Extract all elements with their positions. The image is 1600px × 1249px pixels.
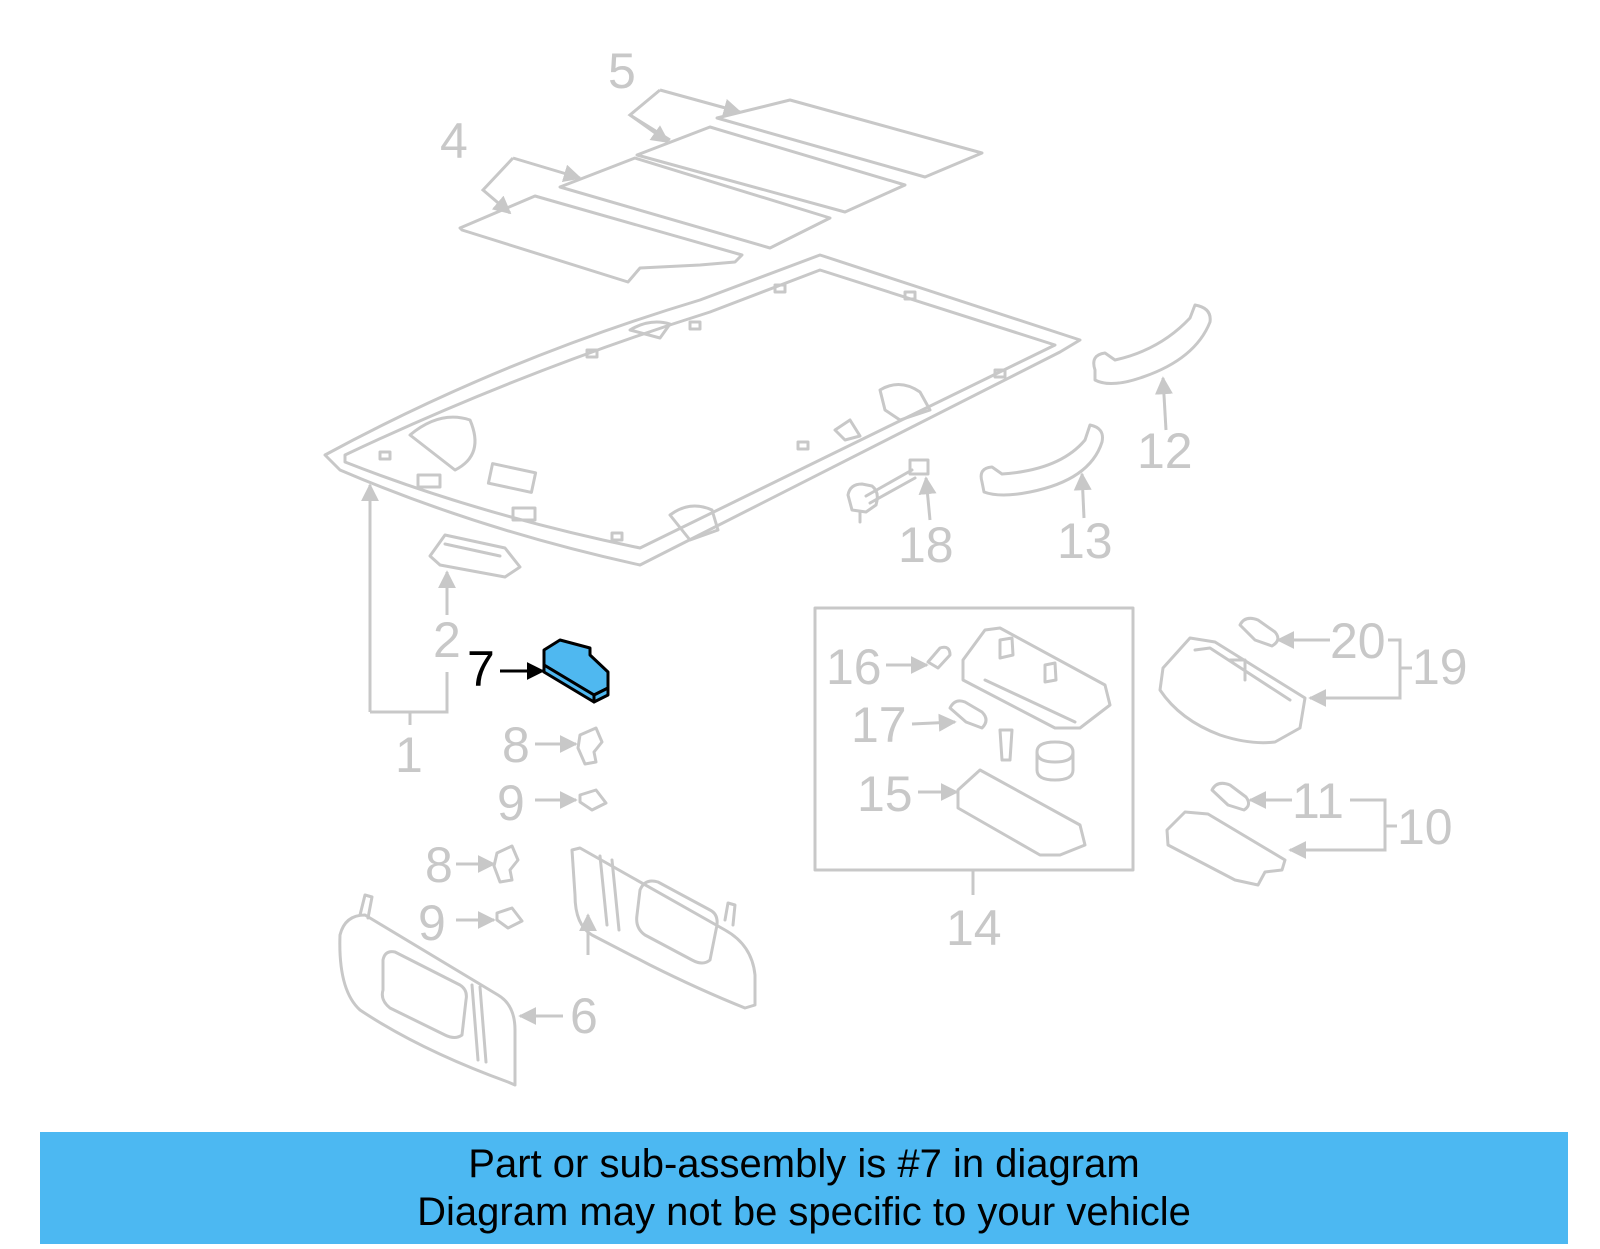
part-13-grab-handle <box>979 423 1104 497</box>
part-20-bulb <box>1238 616 1280 648</box>
callout-17: 17 <box>851 697 907 753</box>
callout-5: 5 <box>608 43 636 99</box>
callout-8-upper: 8 <box>502 717 530 773</box>
leader-lines <box>361 88 1412 1025</box>
part-11-bulb <box>1210 781 1251 812</box>
callout-16: 16 <box>826 639 882 695</box>
callout-9-lower: 9 <box>418 895 446 951</box>
part-15-lens <box>956 768 1087 857</box>
callout-6: 6 <box>570 988 598 1044</box>
part-7-highlighted <box>542 638 610 704</box>
part-19-dome-lamp <box>1158 636 1307 745</box>
callout-10: 10 <box>1397 799 1453 855</box>
callout-12: 12 <box>1137 423 1193 479</box>
callout-13: 13 <box>1057 513 1113 569</box>
headliner <box>323 253 1082 567</box>
callout-18: 18 <box>898 517 954 573</box>
part-8-clip-upper <box>576 726 604 766</box>
callout-20: 20 <box>1330 613 1386 669</box>
part-9-clip-upper <box>578 788 608 812</box>
callout-2: 2 <box>433 612 461 668</box>
part-18-hook <box>846 458 930 524</box>
insulation-pads <box>458 98 984 284</box>
callout-15: 15 <box>857 766 913 822</box>
part-9-clip-lower <box>495 906 524 930</box>
banner-line-part: Part or sub-assembly is #7 in diagram <box>468 1142 1140 1186</box>
callout-4: 4 <box>440 113 468 169</box>
callout-19: 19 <box>1412 639 1468 695</box>
callout-11: 11 <box>1292 773 1344 829</box>
callout-numbers: 5 4 1 2 7 8 9 8 9 6 12 13 18 14 16 17 15… <box>395 43 1468 1044</box>
part-12-grab-handle <box>1092 303 1212 385</box>
part-16-bulb <box>926 645 952 670</box>
part-14-lamp-housing <box>961 626 1112 730</box>
part-14-screw <box>998 728 1014 762</box>
part-2-bracket <box>428 533 522 579</box>
part-10-lamp <box>1165 810 1287 887</box>
callout-9-upper: 9 <box>497 775 525 831</box>
sun-visors <box>338 846 757 1087</box>
callout-7: 7 <box>467 641 495 697</box>
callout-14: 14 <box>946 900 1002 956</box>
callout-8-lower: 8 <box>425 837 453 893</box>
callout-1: 1 <box>395 727 423 783</box>
info-banner: Part or sub-assembly is #7 in diagram Di… <box>40 1132 1568 1244</box>
banner-line-disclaimer: Diagram may not be specific to your vehi… <box>417 1190 1191 1234</box>
part-14-knob <box>1035 740 1075 782</box>
part-17-socket <box>948 699 988 730</box>
part-8-clip-lower <box>492 844 520 884</box>
